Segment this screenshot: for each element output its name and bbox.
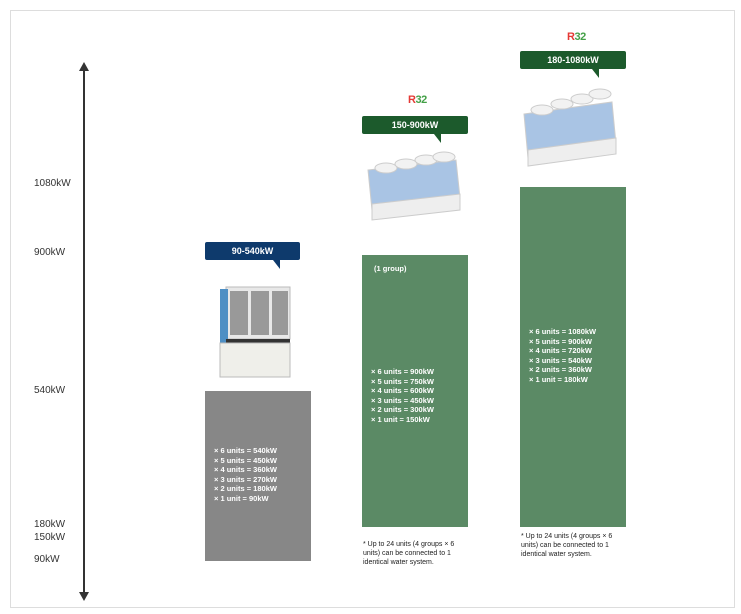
combo-line: × 1 unit = 90kW (214, 493, 269, 503)
range-badge-180-1080: 180-1080kW (520, 51, 626, 78)
combo-line: × 1 unit = 180kW (529, 374, 588, 384)
axis-label-1080: 1080kW (34, 178, 71, 189)
axis-label-180: 180kW (34, 519, 66, 530)
combo-line: × 4 units = 360kW (214, 465, 277, 475)
range-badge-90-540: 90-540kW (205, 242, 300, 269)
badge-pointer (273, 260, 280, 269)
arrow-up-icon (79, 62, 89, 71)
chiller-unit-image-2 (367, 151, 461, 221)
combo-line: × 2 units = 180kW (214, 484, 277, 494)
combo-line: × 2 units = 300kW (371, 405, 434, 415)
footnote: * Up to 24 units (4 groups × 6 units) ca… (521, 533, 613, 558)
combo-line: × 3 units = 540kW (529, 355, 592, 365)
range-label: 90-540kW (231, 246, 274, 256)
badge-pointer (592, 69, 599, 78)
range-label: 150-900kW (391, 120, 439, 130)
axis-label-150: 150kW (34, 532, 66, 543)
combo-line: × 4 units = 720kW (529, 346, 592, 356)
combo-line: × 5 units = 750kW (371, 376, 434, 386)
combo-line: × 6 units = 540kW (214, 446, 277, 455)
combo-line: × 3 units = 270kW (214, 474, 277, 484)
combo-line: × 3 units = 450kW (371, 395, 434, 405)
combo-line: × 6 units = 1080kW (529, 327, 597, 336)
combo-line: × 5 units = 900kW (529, 336, 592, 346)
axis-label-90: 90kW (34, 554, 60, 565)
axis-label-540: 540kW (34, 385, 66, 396)
combo-line: × 4 units = 600kW (371, 386, 434, 396)
chiller-unit-image-1 (219, 286, 291, 378)
r32-refrigerant-logo: R32 (408, 94, 427, 106)
group-label: (1 group) (374, 264, 407, 273)
combo-line: × 1 unit = 150kW (371, 414, 430, 424)
capacity-axis (83, 68, 85, 596)
range-label: 180-1080kW (547, 55, 599, 65)
badge-pointer (434, 134, 441, 143)
diagram-frame (10, 10, 735, 608)
combo-line: × 5 units = 450kW (214, 455, 277, 465)
range-badge-150-900: 150-900kW (362, 116, 468, 143)
arrow-down-icon (79, 592, 89, 601)
combo-line: × 6 units = 900kW (371, 367, 434, 376)
chiller-unit-image-3 (523, 88, 617, 167)
footnote: * Up to 24 units (4 groups × 6 units) ca… (363, 541, 455, 566)
capacity-bar-1: × 6 units = 540kW × 5 units = 450kW × 4 … (205, 391, 311, 561)
axis-label-900: 900kW (34, 247, 66, 258)
combo-line: × 2 units = 360kW (529, 365, 592, 375)
capacity-bar-3: × 6 units = 1080kW × 5 units = 900kW × 4… (520, 187, 626, 527)
r32-refrigerant-logo: R32 (567, 31, 586, 43)
capacity-bar-2: (1 group) × 6 units = 900kW × 5 units = … (362, 255, 468, 527)
